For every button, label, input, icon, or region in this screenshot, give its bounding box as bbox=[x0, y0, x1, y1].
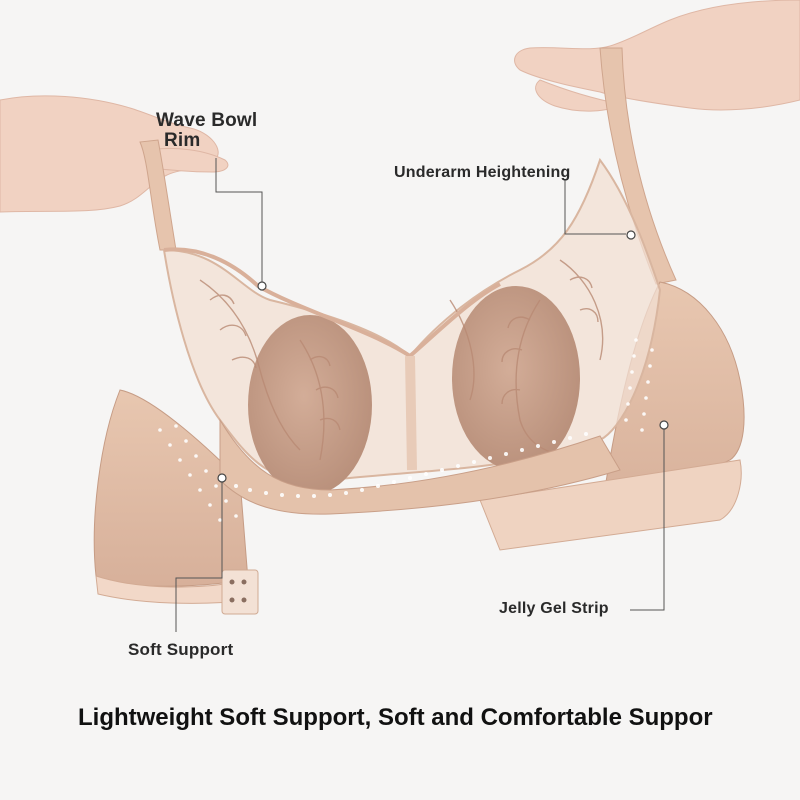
callout-dots bbox=[217, 230, 669, 483]
callout-lines bbox=[175, 158, 665, 632]
left-pad bbox=[248, 315, 372, 495]
callout-wave-bowl-rim-line2: Rim bbox=[164, 130, 201, 151]
left-hand bbox=[0, 95, 229, 213]
callout-jelly-gel-strip: Jelly Gel Strip bbox=[499, 600, 609, 617]
right-band-inner bbox=[479, 459, 742, 551]
callout-wave-bowl-rim-line1: Wave Bowl bbox=[156, 110, 258, 131]
callout-underarm-heightening: Underarm Heightening bbox=[394, 164, 571, 181]
hook-eye-closure bbox=[221, 569, 259, 615]
lace-pattern bbox=[199, 259, 604, 461]
callout-soft-support: Soft Support bbox=[128, 640, 234, 659]
headline-caption: Lightweight Soft Support, Soft and Comfo… bbox=[78, 704, 713, 731]
center-gore bbox=[405, 355, 417, 471]
underband bbox=[219, 418, 621, 515]
right-hand bbox=[514, 0, 800, 112]
gel-dots bbox=[158, 338, 654, 522]
wave-rim bbox=[163, 247, 501, 359]
left-wing bbox=[93, 389, 249, 587]
right-strap bbox=[599, 47, 677, 285]
